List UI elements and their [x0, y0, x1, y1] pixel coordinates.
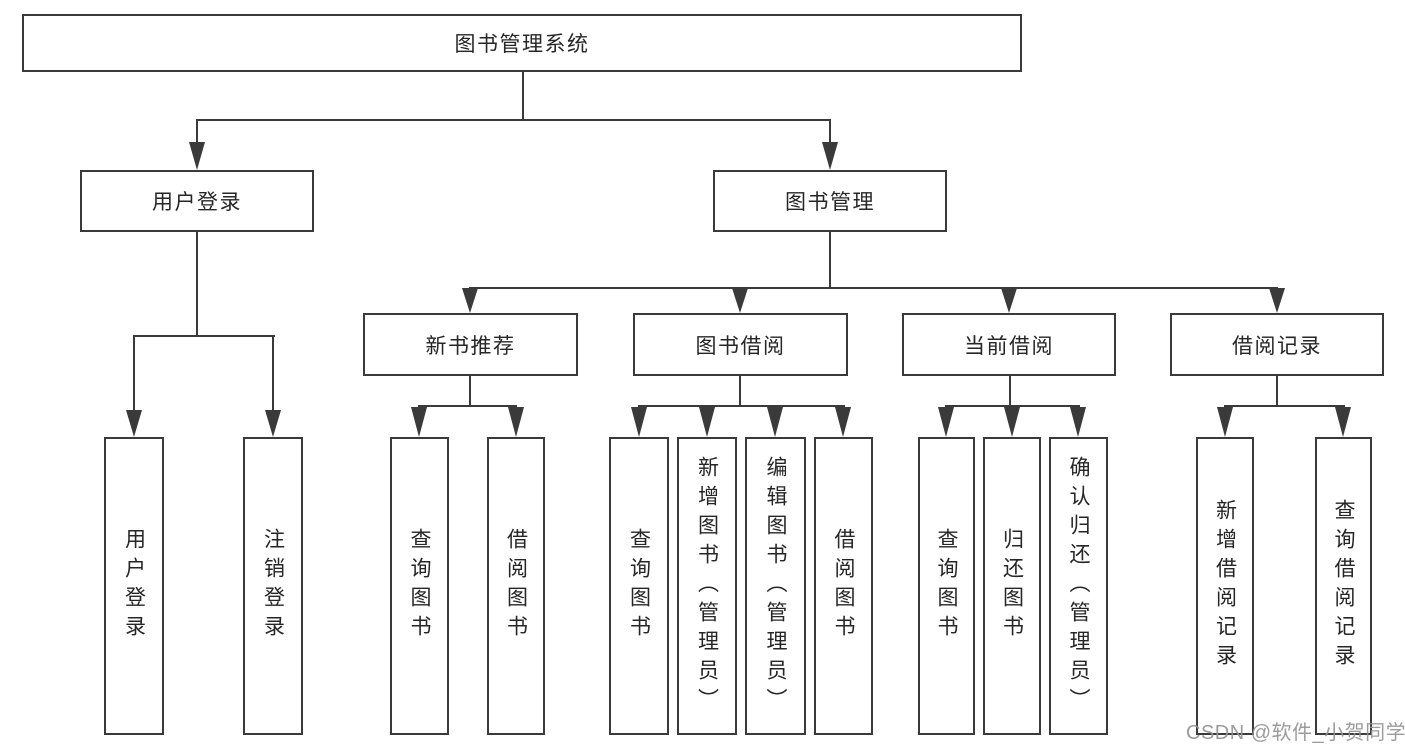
- arrow-down-icon: [1268, 288, 1285, 313]
- connector-stub: [132, 336, 136, 411]
- connector-stem: [738, 376, 742, 406]
- node-label: 当前借阅: [964, 334, 1054, 358]
- leaf-query-books-borrow: 查询图书: [609, 437, 669, 735]
- arrow-down-icon: [630, 407, 647, 437]
- leaf-borrow-books: 借阅图书: [814, 437, 873, 735]
- arrow-down-icon: [264, 410, 281, 437]
- leaf-edit-book-admin: 编辑图书（管理员）: [745, 437, 806, 735]
- leaf-label: 借阅图书: [504, 528, 528, 644]
- leaf-confirm-return-admin: 确认归还（管理员）: [1049, 437, 1108, 735]
- arrow-down-icon: [698, 407, 715, 437]
- connector-stub: [271, 336, 275, 411]
- node-book-borrow: 图书借阅: [633, 313, 848, 376]
- connector-level3-rail: [468, 286, 1279, 290]
- connector-user-login-rail: [132, 334, 275, 338]
- connector-stem: [1275, 376, 1279, 406]
- leaf-query-books-current: 查询图书: [918, 437, 975, 735]
- leaf-label: 确认归还（管理员）: [1067, 455, 1090, 717]
- arrow-down-icon: [1216, 407, 1233, 437]
- node-borrow-record: 借阅记录: [1170, 313, 1384, 376]
- leaf-label: 新增图书（管理员）: [695, 455, 719, 717]
- leaf-logout: 注销登录: [243, 437, 303, 735]
- arrow-down-icon: [938, 407, 954, 437]
- node-label: 用户登录: [152, 191, 242, 214]
- leaf-label: 借阅图书: [832, 528, 855, 644]
- leaf-add-borrow-record: 新增借阅记录: [1196, 437, 1254, 735]
- leaf-query-borrow-record: 查询借阅记录: [1315, 437, 1372, 735]
- node-label: 图书借阅: [695, 334, 786, 358]
- connector-stem: [1008, 376, 1012, 406]
- arrow-down-icon: [1335, 407, 1351, 437]
- arrow-down-icon: [411, 407, 427, 437]
- node-label: 借阅记录: [1232, 334, 1322, 358]
- node-root-label: 图书管理系统: [454, 33, 590, 56]
- leaf-label: 用户登录: [122, 528, 146, 644]
- node-root: 图书管理系统: [22, 14, 1022, 72]
- leaf-borrow-books-recommend: 借阅图书: [487, 437, 545, 735]
- leaf-label: 归还图书: [1000, 528, 1024, 644]
- leaf-label: 新增借阅记录: [1213, 499, 1237, 673]
- arrow-down-icon: [1000, 288, 1017, 313]
- connector-stem: [468, 376, 472, 406]
- connector-root-stem: [521, 72, 525, 120]
- connector-stub: [828, 120, 832, 143]
- watermark: CSDN @软件_小贺同学: [1186, 722, 1405, 744]
- node-book-management: 图书管理: [713, 170, 947, 232]
- leaf-label: 编辑图书（管理员）: [764, 455, 787, 717]
- leaf-label: 注销登录: [261, 528, 285, 644]
- leaf-add-book-admin: 新增图书（管理员）: [677, 437, 737, 735]
- leaf-label: 查询借阅记录: [1332, 499, 1355, 673]
- arrow-down-icon: [507, 407, 524, 437]
- connector-rail: [637, 404, 845, 408]
- arrow-down-icon: [1070, 407, 1086, 437]
- node-current-borrow: 当前借阅: [902, 313, 1116, 376]
- arrow-down-icon: [461, 288, 478, 313]
- leaf-query-books-recommend: 查询图书: [390, 437, 449, 735]
- leaf-return-book: 归还图书: [983, 437, 1041, 735]
- arrow-down-icon: [821, 142, 838, 170]
- connector-rail: [945, 404, 1080, 408]
- connector-book-management-stem: [828, 232, 832, 289]
- connector-rail: [418, 404, 518, 408]
- leaf-label: 查询图书: [935, 528, 958, 644]
- connector-user-login-stem: [195, 232, 199, 336]
- leaf-label: 查询图书: [408, 528, 431, 644]
- arrow-down-icon: [125, 410, 142, 437]
- node-user-login: 用户登录: [80, 170, 314, 232]
- arrow-down-icon: [731, 288, 748, 313]
- connector-stub: [195, 120, 199, 143]
- node-label: 图书管理: [785, 191, 875, 214]
- connector-rail: [1223, 404, 1345, 408]
- leaf-label: 查询图书: [627, 528, 651, 644]
- connector-level2-rail: [195, 118, 832, 122]
- leaf-user-login: 用户登录: [104, 437, 164, 735]
- arrow-down-icon: [767, 407, 783, 437]
- node-new-book-recommend: 新书推荐: [363, 313, 578, 376]
- arrow-down-icon: [835, 407, 851, 437]
- arrow-down-icon: [1003, 407, 1020, 437]
- arrow-down-icon: [188, 142, 205, 170]
- node-label: 新书推荐: [425, 334, 516, 358]
